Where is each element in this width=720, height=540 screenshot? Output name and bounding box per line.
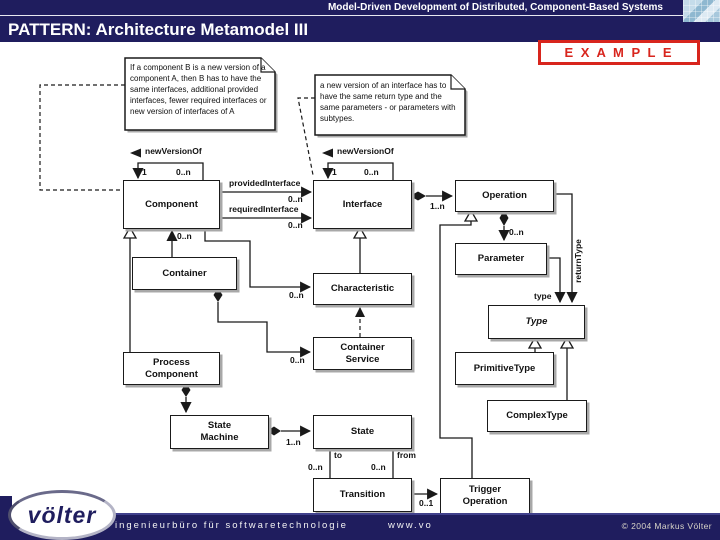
mult-comp-loop-n: 0..n bbox=[176, 167, 191, 177]
label-from: from bbox=[397, 450, 416, 460]
voelter-logo: völter bbox=[8, 490, 116, 540]
class-parameter: Parameter bbox=[455, 243, 547, 275]
class-complex-type: ComplexType bbox=[487, 400, 587, 432]
footer-url: www.vo bbox=[388, 520, 433, 531]
class-state-machine: State Machine bbox=[170, 415, 269, 449]
mult-provided: 0..n bbox=[288, 194, 303, 204]
blueprint-thumbnail-image bbox=[683, 0, 720, 22]
note-shape-interface-version bbox=[314, 74, 468, 138]
mult-iface-operation: 1..n bbox=[430, 201, 445, 211]
mult-container-service: 0..n bbox=[290, 355, 305, 365]
header-bar: Model-Driven Development of Distributed,… bbox=[0, 0, 720, 42]
label-required-interface: requiredInterface bbox=[229, 204, 299, 214]
mult-comp-loop-1: 1 bbox=[142, 167, 147, 177]
note-shape-component-version bbox=[124, 57, 278, 133]
label-type: type bbox=[534, 291, 552, 301]
mult-component-characteristic: 0..n bbox=[289, 290, 304, 300]
class-process-component: Process Component bbox=[123, 352, 220, 385]
mult-to: 0..n bbox=[308, 462, 323, 472]
example-stamp: E X A M P L E bbox=[538, 40, 700, 65]
class-characteristic: Characteristic bbox=[313, 273, 412, 305]
class-type: Type bbox=[488, 305, 585, 339]
mult-iface-loop-n: 0..n bbox=[364, 167, 379, 177]
header-divider bbox=[0, 15, 683, 16]
mult-iface-loop-1: 1 bbox=[332, 167, 337, 177]
class-trigger-operation: Trigger Operation bbox=[440, 478, 530, 514]
mult-container-component: 0..n bbox=[177, 231, 192, 241]
label-newversionof-interface: newVersionOf bbox=[337, 146, 394, 156]
header-topic: Model-Driven Development of Distributed,… bbox=[327, 2, 663, 13]
note-component-version: If a component B is a new version of a c… bbox=[130, 63, 267, 117]
label-newversionof-component: newVersionOf bbox=[145, 146, 202, 156]
page-title: PATTERN: Architecture Metamodel III bbox=[8, 20, 309, 39]
class-interface: Interface bbox=[313, 180, 412, 229]
class-primitive-type: PrimitiveType bbox=[455, 352, 554, 385]
mult-transition-trigger: 0..1 bbox=[419, 498, 434, 508]
label-to: to bbox=[334, 450, 343, 460]
footer-copyright: © 2004 Markus Völter bbox=[621, 521, 712, 531]
note-interface-version: a new version of an interface has to hav… bbox=[320, 81, 456, 124]
class-operation: Operation bbox=[455, 180, 554, 212]
mult-required: 0..n bbox=[288, 220, 303, 230]
class-component: Component bbox=[123, 180, 220, 229]
class-container-service: Container Service bbox=[313, 337, 412, 370]
class-transition: Transition bbox=[313, 478, 412, 512]
class-state: State bbox=[313, 415, 412, 449]
footer-tagline: ingenieurbüro für softwaretechnologie bbox=[115, 520, 348, 531]
mult-from: 0..n bbox=[371, 462, 386, 472]
label-return-type: returnType bbox=[573, 239, 583, 283]
footer-bar bbox=[0, 513, 720, 540]
mult-operation-parameter: 0..n bbox=[509, 227, 524, 237]
mult-statemachine-state: 1..n bbox=[286, 437, 301, 447]
class-container: Container bbox=[132, 257, 237, 290]
label-provided-interface: providedInterface bbox=[229, 178, 301, 188]
